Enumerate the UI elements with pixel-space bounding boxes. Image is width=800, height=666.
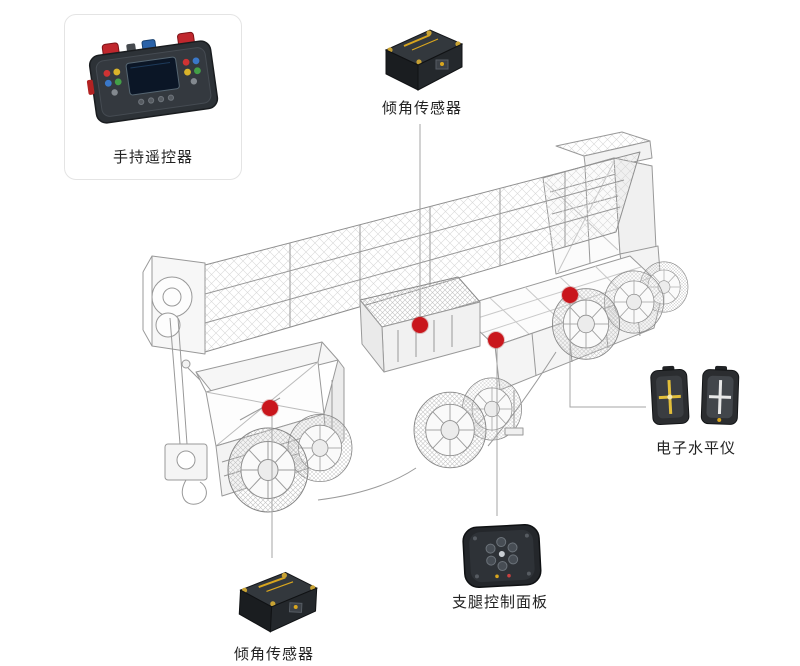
- handheld-remote-image: [86, 31, 219, 124]
- marker-dot-boom-tilt-sensor: [412, 317, 428, 333]
- tilt-sensor-top-label: 倾角传感器: [381, 100, 462, 117]
- marker-dot-cab-tilt-sensor: [262, 400, 278, 416]
- hook-block: [164, 317, 208, 505]
- marker-dot-outrigger-panel: [488, 332, 504, 348]
- telescopic-boom: [204, 151, 641, 353]
- outrigger-panel-label: 支腿控制面板: [451, 594, 548, 611]
- tilt-sensor-top-image: [384, 29, 464, 91]
- connector-line-level: [569, 303, 646, 408]
- electronic-level-label: 电子水平仪: [655, 440, 736, 457]
- remote-callout-box: 手持遥控器: [64, 14, 242, 180]
- remote-label: 手持遥控器: [112, 149, 193, 166]
- wheels: [317, 261, 689, 501]
- marker-dot-electronic-level: [562, 287, 578, 303]
- tilt-sensor-bottom-label: 倾角传感器: [233, 646, 314, 663]
- electronic-level-image: [650, 365, 740, 426]
- outrigger-panel-image: [462, 524, 542, 588]
- boom-head: [142, 255, 206, 355]
- tilt-sensor-bottom-image: [238, 571, 318, 633]
